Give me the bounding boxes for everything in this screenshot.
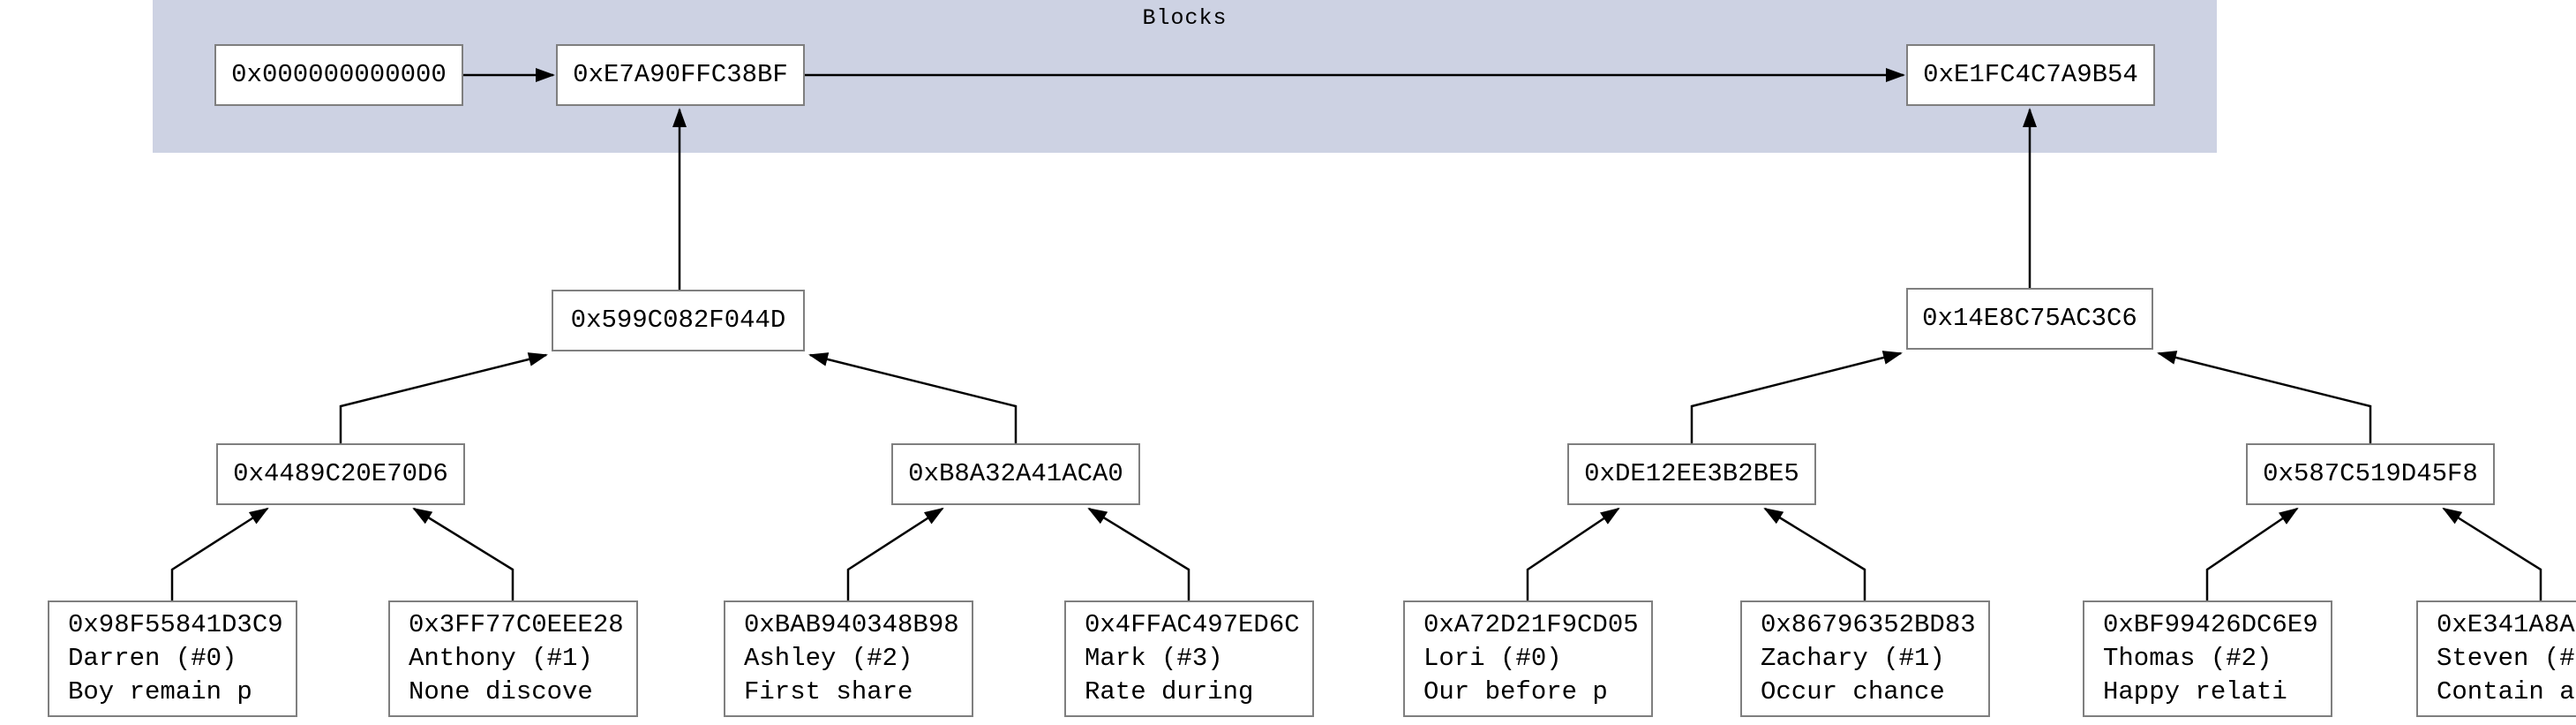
node-text-line: Lori (#0) <box>1423 644 1562 673</box>
node-text-line: 0x3FF77C0EEE28 <box>409 610 624 639</box>
transaction-leaf-node-4: 0x4FFAC497ED6C Mark (#3) Rate during <box>1064 600 1314 717</box>
node-text-line: Contain ad <box>2437 677 2576 706</box>
node-text-line: Boy remain p <box>68 677 252 706</box>
node-text-line: 0xDE12EE3B2BE5 <box>1584 459 1799 488</box>
node-text-line: Ashley (#2) <box>744 644 913 673</box>
merkle-root-right-node: 0x14E8C75AC3C6 <box>1906 288 2153 350</box>
node-text-line: 0x86796352BD83 <box>1761 610 1976 639</box>
node-text-line: Steven (#3 <box>2437 644 2576 673</box>
node-text-line: Occur chance <box>1761 677 1945 706</box>
merkle-root-left-node: 0x599C082F044D <box>552 290 805 351</box>
edge-internal2-to-rootleft <box>808 352 1018 443</box>
node-text-line: 0x4489C20E70D6 <box>233 459 448 488</box>
blocks-cluster: Blocks <box>153 0 2217 153</box>
node-text-line: 0x000000000000 <box>231 60 447 89</box>
block-node-1: 0xE7A90FFC38BF <box>556 44 805 106</box>
node-text-line: 0xE7A90FFC38BF <box>573 60 788 89</box>
edge-leaf2-to-internal1 <box>412 507 514 600</box>
node-text-line: Mark (#3) <box>1085 644 1223 673</box>
node-text-line: Our before p <box>1423 677 1608 706</box>
edge-internal3-to-rootright <box>1690 351 1903 443</box>
edge-internal1-to-rootleft <box>339 352 548 443</box>
node-text-line: 0xE341A8A2 <box>2437 610 2576 639</box>
edge-internal4-to-rootright <box>2157 351 2372 443</box>
node-text-line: 0x98F55841D3C9 <box>68 610 283 639</box>
node-text-line: 0xBF99426DC6E9 <box>2103 610 2318 639</box>
edge-leaf8-to-internal4 <box>2442 507 2542 600</box>
edge-leaf3-to-internal2 <box>846 507 944 600</box>
edge-leaf6-to-internal3 <box>1763 507 1866 600</box>
edge-leaf5-to-internal3 <box>1526 507 1620 600</box>
edge-leaf7-to-internal4 <box>2205 507 2299 600</box>
node-text-line: Darren (#0) <box>68 644 237 673</box>
node-text-line: Rate during <box>1085 677 1254 706</box>
edge-leaf4-to-internal2 <box>1087 507 1190 600</box>
merkle-internal-node-1: 0x4489C20E70D6 <box>216 443 465 505</box>
node-text-line: 0x587C519D45F8 <box>2263 459 2478 488</box>
genesis-block-node: 0x000000000000 <box>214 44 463 106</box>
node-text-line: Thomas (#2) <box>2103 644 2272 673</box>
node-text-line: First share <box>744 677 913 706</box>
node-text-line: 0x599C082F044D <box>570 306 786 335</box>
node-text-line: 0xB8A32A41ACA0 <box>908 459 1123 488</box>
node-text-line: Happy relati <box>2103 677 2287 706</box>
node-text-line: None discove <box>409 677 593 706</box>
merkle-internal-node-3: 0xDE12EE3B2BE5 <box>1567 443 1816 505</box>
node-text-line: 0xA72D21F9CD05 <box>1423 610 1639 639</box>
edge-leaf1-to-internal1 <box>170 507 269 600</box>
block-node-2: 0xE1FC4C7A9B54 <box>1906 44 2155 106</box>
merkle-internal-node-4: 0x587C519D45F8 <box>2246 443 2495 505</box>
merkle-internal-node-2: 0xB8A32A41ACA0 <box>891 443 1140 505</box>
node-text-line: 0x14E8C75AC3C6 <box>1922 304 2137 333</box>
node-text-line: Zachary (#1) <box>1761 644 1945 673</box>
node-text-line: 0x4FFAC497ED6C <box>1085 610 1300 639</box>
node-text-line: 0xE1FC4C7A9B54 <box>1923 60 2138 89</box>
node-text-line: Anthony (#1) <box>409 644 593 673</box>
blocks-cluster-title: Blocks <box>1142 5 1228 31</box>
node-text-line: 0xBAB940348B98 <box>744 610 959 639</box>
